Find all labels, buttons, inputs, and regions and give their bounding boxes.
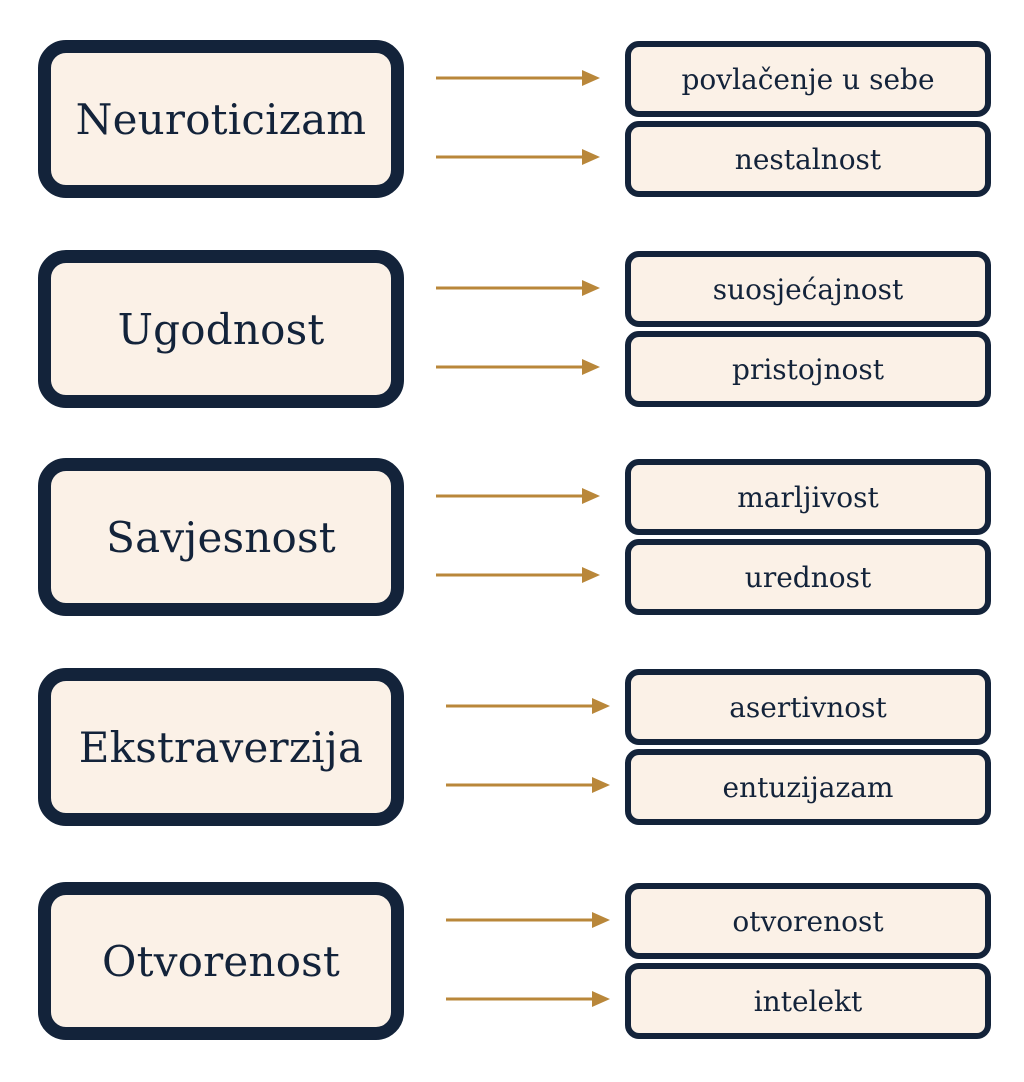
facet-box: povlačenje u sebe [625,41,991,117]
trait-box-ugodnost: Ugodnost [38,250,404,408]
facet-label: entuzijazam [722,770,894,804]
facet-label: marljivost [737,480,879,514]
right-arrow-icon [446,775,610,795]
trait-label: Savjesnost [106,512,336,562]
right-arrow-icon [436,565,600,585]
trait-label: Ugodnost [117,304,325,354]
trait-label: Otvorenost [101,936,341,986]
right-arrow-icon [446,910,610,930]
facet-box: otvorenost [625,883,991,959]
facet-box: urednost [625,539,991,615]
trait-box-neuroticizam: Neuroticizam [38,40,404,198]
facet-box: suosjećajnost [625,251,991,327]
trait-box-ekstraverzija: Ekstraverzija [38,668,404,826]
facet-label: suosjećajnost [712,272,904,306]
facet-box: marljivost [625,459,991,535]
right-arrow-icon [436,68,600,88]
trait-box-savjesnost: Savjesnost [38,458,404,616]
trait-label: Ekstraverzija [78,722,364,772]
facet-label: nestalnost [734,142,882,176]
facet-box: intelekt [625,963,991,1039]
facet-label: asertivnost [729,690,887,724]
facet-label: urednost [744,560,872,594]
trait-box-otvorenost: Otvorenost [38,882,404,1040]
facet-box: asertivnost [625,669,991,745]
trait-label: Neuroticizam [75,94,367,144]
facet-label: intelekt [753,984,863,1018]
facet-label: pristojnost [732,352,884,386]
right-arrow-icon [436,486,600,506]
facet-box: entuzijazam [625,749,991,825]
facet-box: pristojnost [625,331,991,407]
facet-box: nestalnost [625,121,991,197]
right-arrow-icon [436,357,600,377]
right-arrow-icon [446,989,610,1009]
right-arrow-icon [446,696,610,716]
facet-label: otvorenost [732,904,884,938]
facet-label: povlačenje u sebe [681,62,935,96]
right-arrow-icon [436,147,600,167]
right-arrow-icon [436,278,600,298]
